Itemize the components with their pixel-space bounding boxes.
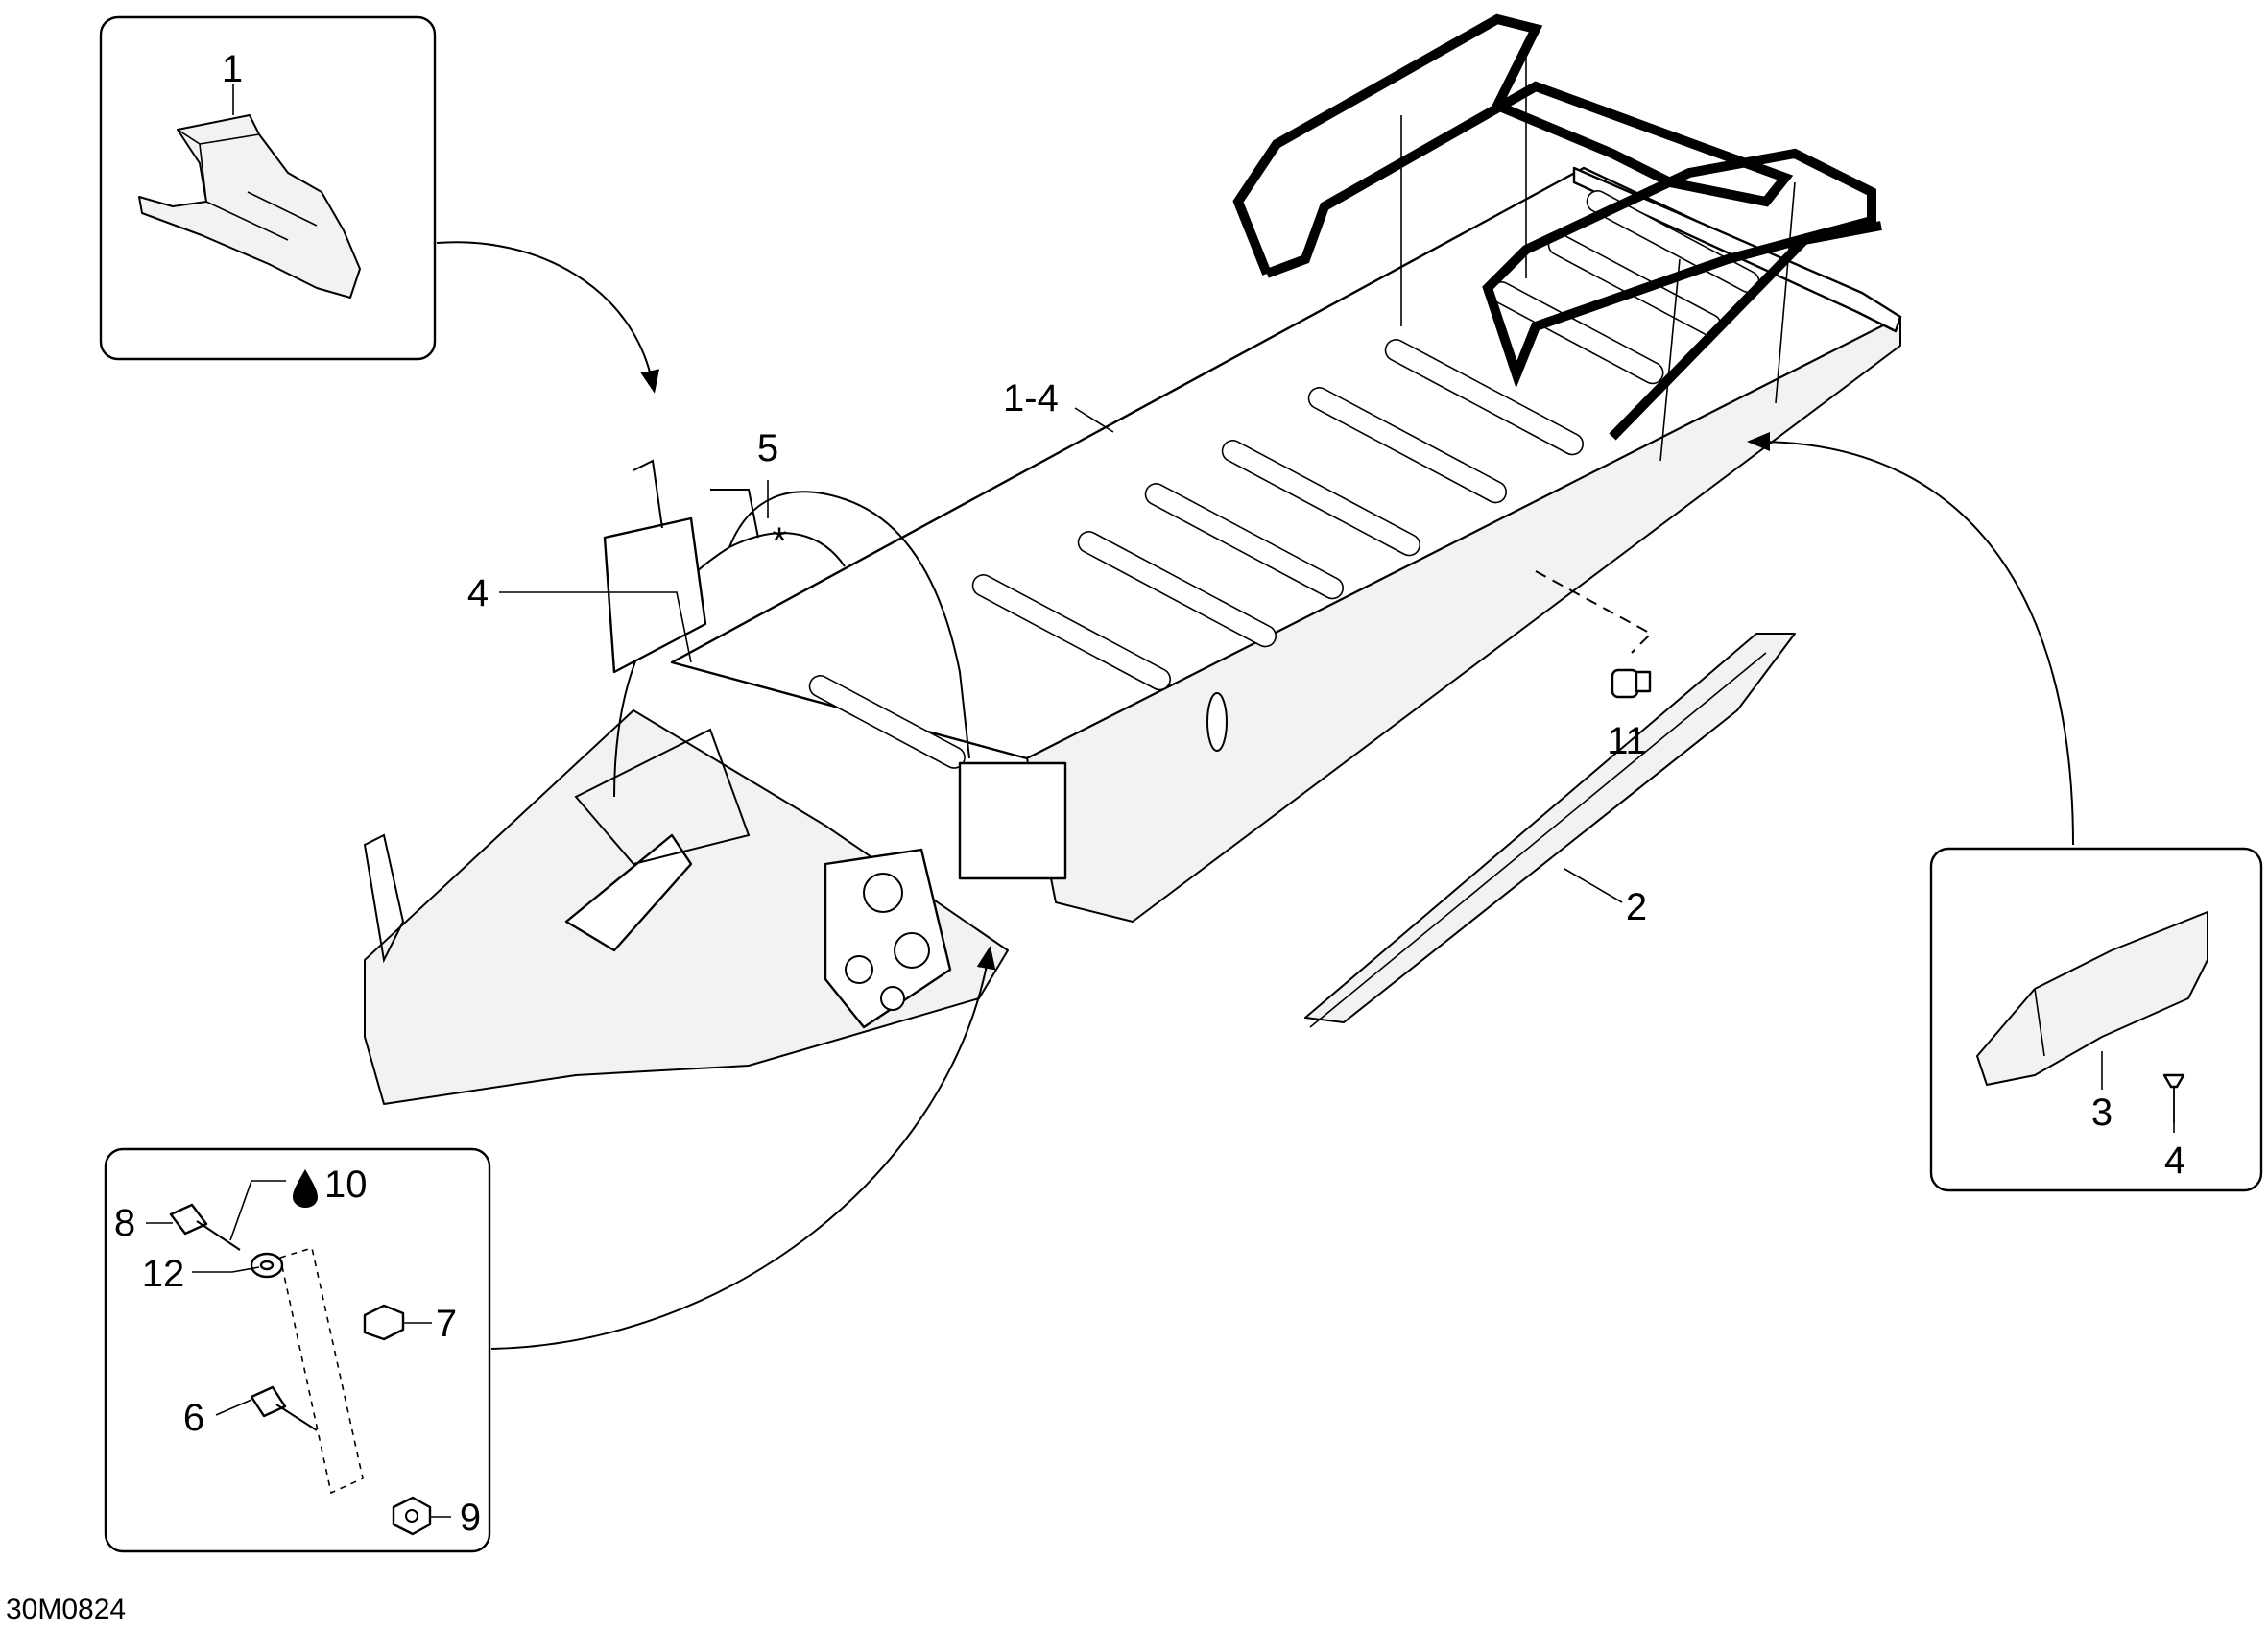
label-12: 12 bbox=[142, 1253, 185, 1295]
label-1-4: 1-4 bbox=[1003, 377, 1059, 420]
label-7: 7 bbox=[436, 1303, 457, 1345]
label-4-inset: 4 bbox=[2164, 1140, 2185, 1182]
bracket-part-4 bbox=[603, 459, 759, 674]
callout-curve-3 bbox=[1747, 432, 2074, 846]
label-9: 9 bbox=[460, 1497, 481, 1539]
front-bulkhead bbox=[363, 491, 1067, 1105]
asterisk-mark: * bbox=[772, 520, 787, 563]
leader-4 bbox=[499, 591, 692, 663]
inset-hardware bbox=[104, 1147, 491, 1553]
label-8: 8 bbox=[114, 1202, 135, 1244]
diagram-code: 30M0824 bbox=[6, 1594, 126, 1625]
oil-drop-icon bbox=[293, 1169, 318, 1208]
label-5: 5 bbox=[757, 427, 778, 469]
label-6: 6 bbox=[183, 1397, 204, 1439]
slider-part-2 bbox=[1304, 633, 1796, 1028]
bolt-part-11 bbox=[1535, 570, 1653, 699]
tunnel-frame bbox=[670, 166, 1902, 923]
inset-part-1 bbox=[99, 15, 437, 361]
callout-curve-hardware bbox=[490, 946, 996, 1350]
leader-1-4 bbox=[1074, 407, 1114, 433]
label-2: 2 bbox=[1626, 886, 1647, 928]
label-4-main: 4 bbox=[467, 572, 489, 614]
inset-part-3-4 bbox=[1929, 847, 2263, 1192]
rear-rack bbox=[1232, 13, 1882, 462]
callout-curve-1 bbox=[436, 241, 660, 394]
label-3: 3 bbox=[2091, 1092, 2113, 1134]
label-11: 11 bbox=[1607, 720, 1647, 762]
label-10: 10 bbox=[324, 1164, 368, 1206]
label-1-inset: 1 bbox=[222, 48, 243, 90]
leader-2 bbox=[1564, 868, 1623, 903]
